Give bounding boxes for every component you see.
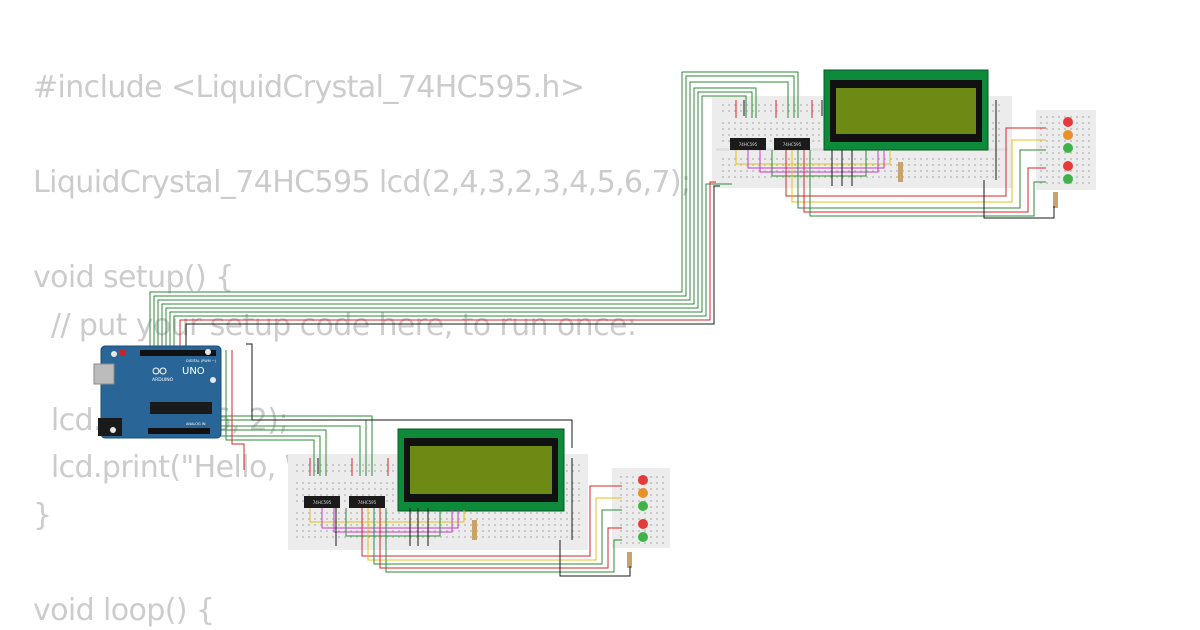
- upper-chip-2: 74HC595: [774, 138, 810, 150]
- led-red: [638, 519, 648, 529]
- led-green: [638, 532, 648, 542]
- analog-pins-label: ANALOG IN: [186, 422, 206, 426]
- chip-label: 74HC595: [783, 142, 802, 147]
- code-line: }: [33, 497, 52, 533]
- upper-resistors: [898, 162, 1058, 208]
- chip-label: 74HC595: [739, 142, 758, 147]
- wires-to-upper: [149, 71, 799, 350]
- chip-label: 74HC595: [358, 500, 377, 505]
- led-red: [1063, 117, 1073, 127]
- arduino-uno-board: UNO ARDUINO DIGITAL (PWM ~) ANALOG IN: [93, 345, 222, 439]
- led-orange: [638, 488, 648, 498]
- lower-leds: [638, 475, 648, 542]
- board-name-label: UNO: [182, 366, 205, 377]
- code-line: LiquidCrystal_74HC595 lcd(2,4,3,2,3,4,5,…: [33, 165, 691, 200]
- code-line: void setup() {: [33, 260, 234, 295]
- arduino-logo-icon: [152, 367, 160, 375]
- code-line: // put your setup code here, to run once…: [33, 307, 637, 343]
- upper-internal-wires: [735, 100, 1055, 219]
- brand-label: ARDUINO: [152, 377, 174, 383]
- led-orange: [1063, 130, 1073, 140]
- upper-lcd: [823, 69, 989, 151]
- led-red: [638, 475, 648, 485]
- arduino-logo-icon: [159, 367, 167, 375]
- lower-chip-1: 74HC595: [304, 496, 340, 508]
- lower-resistors: [472, 520, 632, 568]
- lower-lcd: [397, 428, 565, 512]
- led-green: [1063, 143, 1073, 153]
- led-green: [1063, 174, 1073, 184]
- upper-chip-1: 74HC595: [730, 138, 766, 150]
- chip-label: 74HC595: [313, 500, 332, 505]
- code-line: void loop() {: [33, 592, 215, 628]
- lower-internal-wires: [309, 458, 631, 577]
- upper-leds: [1063, 117, 1073, 184]
- lower-chip-2: 74HC595: [349, 496, 385, 508]
- led-green: [638, 501, 648, 511]
- led-red: [1063, 161, 1073, 171]
- code-line: #include <LiquidCrystal_74HC595.h>: [33, 70, 585, 105]
- digital-pins-label: DIGITAL (PWM ~): [186, 359, 217, 363]
